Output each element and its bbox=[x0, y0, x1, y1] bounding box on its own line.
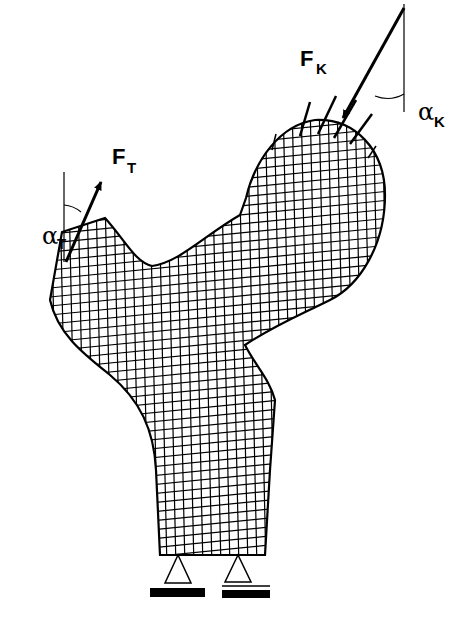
mesh-line bbox=[364, 100, 374, 570]
mesh-line bbox=[175, 100, 185, 570]
mesh-line bbox=[40, 136, 400, 172]
angle-subscript: T bbox=[57, 236, 66, 251]
mesh-line bbox=[76, 100, 86, 570]
mesh-line bbox=[40, 334, 400, 370]
mesh-line bbox=[139, 100, 149, 570]
mesh-line bbox=[346, 100, 356, 570]
mesh-line bbox=[193, 100, 203, 570]
mesh-line bbox=[40, 415, 400, 451]
support-roller bbox=[222, 555, 270, 598]
mesh-line bbox=[40, 253, 400, 289]
mesh-line bbox=[40, 352, 400, 388]
fe-mesh bbox=[40, 82, 410, 577]
mesh-line bbox=[292, 100, 302, 570]
mesh-line bbox=[310, 100, 320, 570]
mesh-line bbox=[40, 235, 400, 271]
mesh-line bbox=[40, 460, 400, 496]
mesh-line bbox=[337, 100, 347, 570]
mesh-line bbox=[40, 163, 400, 199]
mesh-line bbox=[40, 433, 400, 469]
angle-subscript: K bbox=[434, 114, 445, 129]
force-subscript: T bbox=[127, 160, 136, 175]
force-ft bbox=[64, 172, 101, 262]
mesh-line bbox=[301, 100, 311, 570]
mesh-line bbox=[40, 172, 400, 208]
mesh-line bbox=[85, 100, 95, 570]
mesh-line bbox=[40, 91, 400, 127]
mesh-line bbox=[40, 442, 400, 478]
mesh-line bbox=[40, 307, 400, 343]
force-fk bbox=[343, 4, 404, 118]
mesh-line bbox=[40, 145, 400, 181]
mesh-line bbox=[184, 100, 194, 570]
mesh-line bbox=[67, 100, 77, 570]
force-symbol: F bbox=[112, 146, 125, 168]
mesh-line bbox=[355, 100, 365, 570]
mesh-line bbox=[265, 100, 275, 570]
mesh-line bbox=[166, 100, 176, 570]
spring-elements bbox=[272, 96, 376, 158]
mesh-line bbox=[40, 289, 400, 325]
mesh-line bbox=[40, 298, 400, 334]
mesh-line bbox=[40, 244, 400, 280]
femur-outline bbox=[50, 120, 385, 555]
mesh-line bbox=[319, 100, 329, 570]
mesh-line bbox=[40, 451, 400, 487]
mesh-line bbox=[40, 118, 400, 154]
mesh-line bbox=[40, 379, 400, 415]
mesh-line bbox=[400, 100, 410, 570]
mesh-line bbox=[211, 100, 221, 570]
mesh-line bbox=[40, 388, 400, 424]
mesh-line bbox=[40, 280, 400, 316]
mesh-line bbox=[49, 100, 59, 570]
support-pinned bbox=[150, 555, 205, 597]
mesh-line bbox=[229, 100, 239, 570]
mesh-line bbox=[220, 100, 230, 570]
mesh-line bbox=[40, 154, 400, 190]
mesh-line bbox=[40, 361, 400, 397]
mesh-line bbox=[274, 100, 284, 570]
mesh-line bbox=[40, 397, 400, 433]
mesh-line bbox=[328, 100, 338, 570]
mesh-line bbox=[283, 100, 293, 570]
mesh-line bbox=[382, 100, 392, 570]
mesh-line bbox=[157, 100, 167, 570]
mesh-line bbox=[40, 424, 400, 460]
force-subscript: K bbox=[316, 61, 327, 76]
mesh-line bbox=[202, 100, 212, 570]
mesh-line bbox=[40, 262, 400, 298]
mesh-line bbox=[103, 100, 113, 570]
mesh-line bbox=[40, 127, 400, 163]
angle-symbol: α bbox=[418, 100, 434, 124]
mesh-line bbox=[238, 100, 248, 570]
mesh-line bbox=[40, 208, 400, 244]
mesh-line bbox=[391, 100, 401, 570]
mesh-line bbox=[40, 316, 400, 352]
mesh-line bbox=[40, 325, 400, 361]
mesh-line bbox=[94, 100, 104, 570]
mesh-line bbox=[112, 100, 122, 570]
mesh-line bbox=[40, 370, 400, 406]
mesh-line bbox=[40, 226, 400, 262]
force-symbol: F bbox=[300, 48, 313, 70]
mesh-line bbox=[40, 199, 400, 235]
mesh-line bbox=[40, 100, 50, 570]
angle-symbol: α bbox=[42, 224, 58, 248]
mesh-line bbox=[40, 406, 400, 442]
